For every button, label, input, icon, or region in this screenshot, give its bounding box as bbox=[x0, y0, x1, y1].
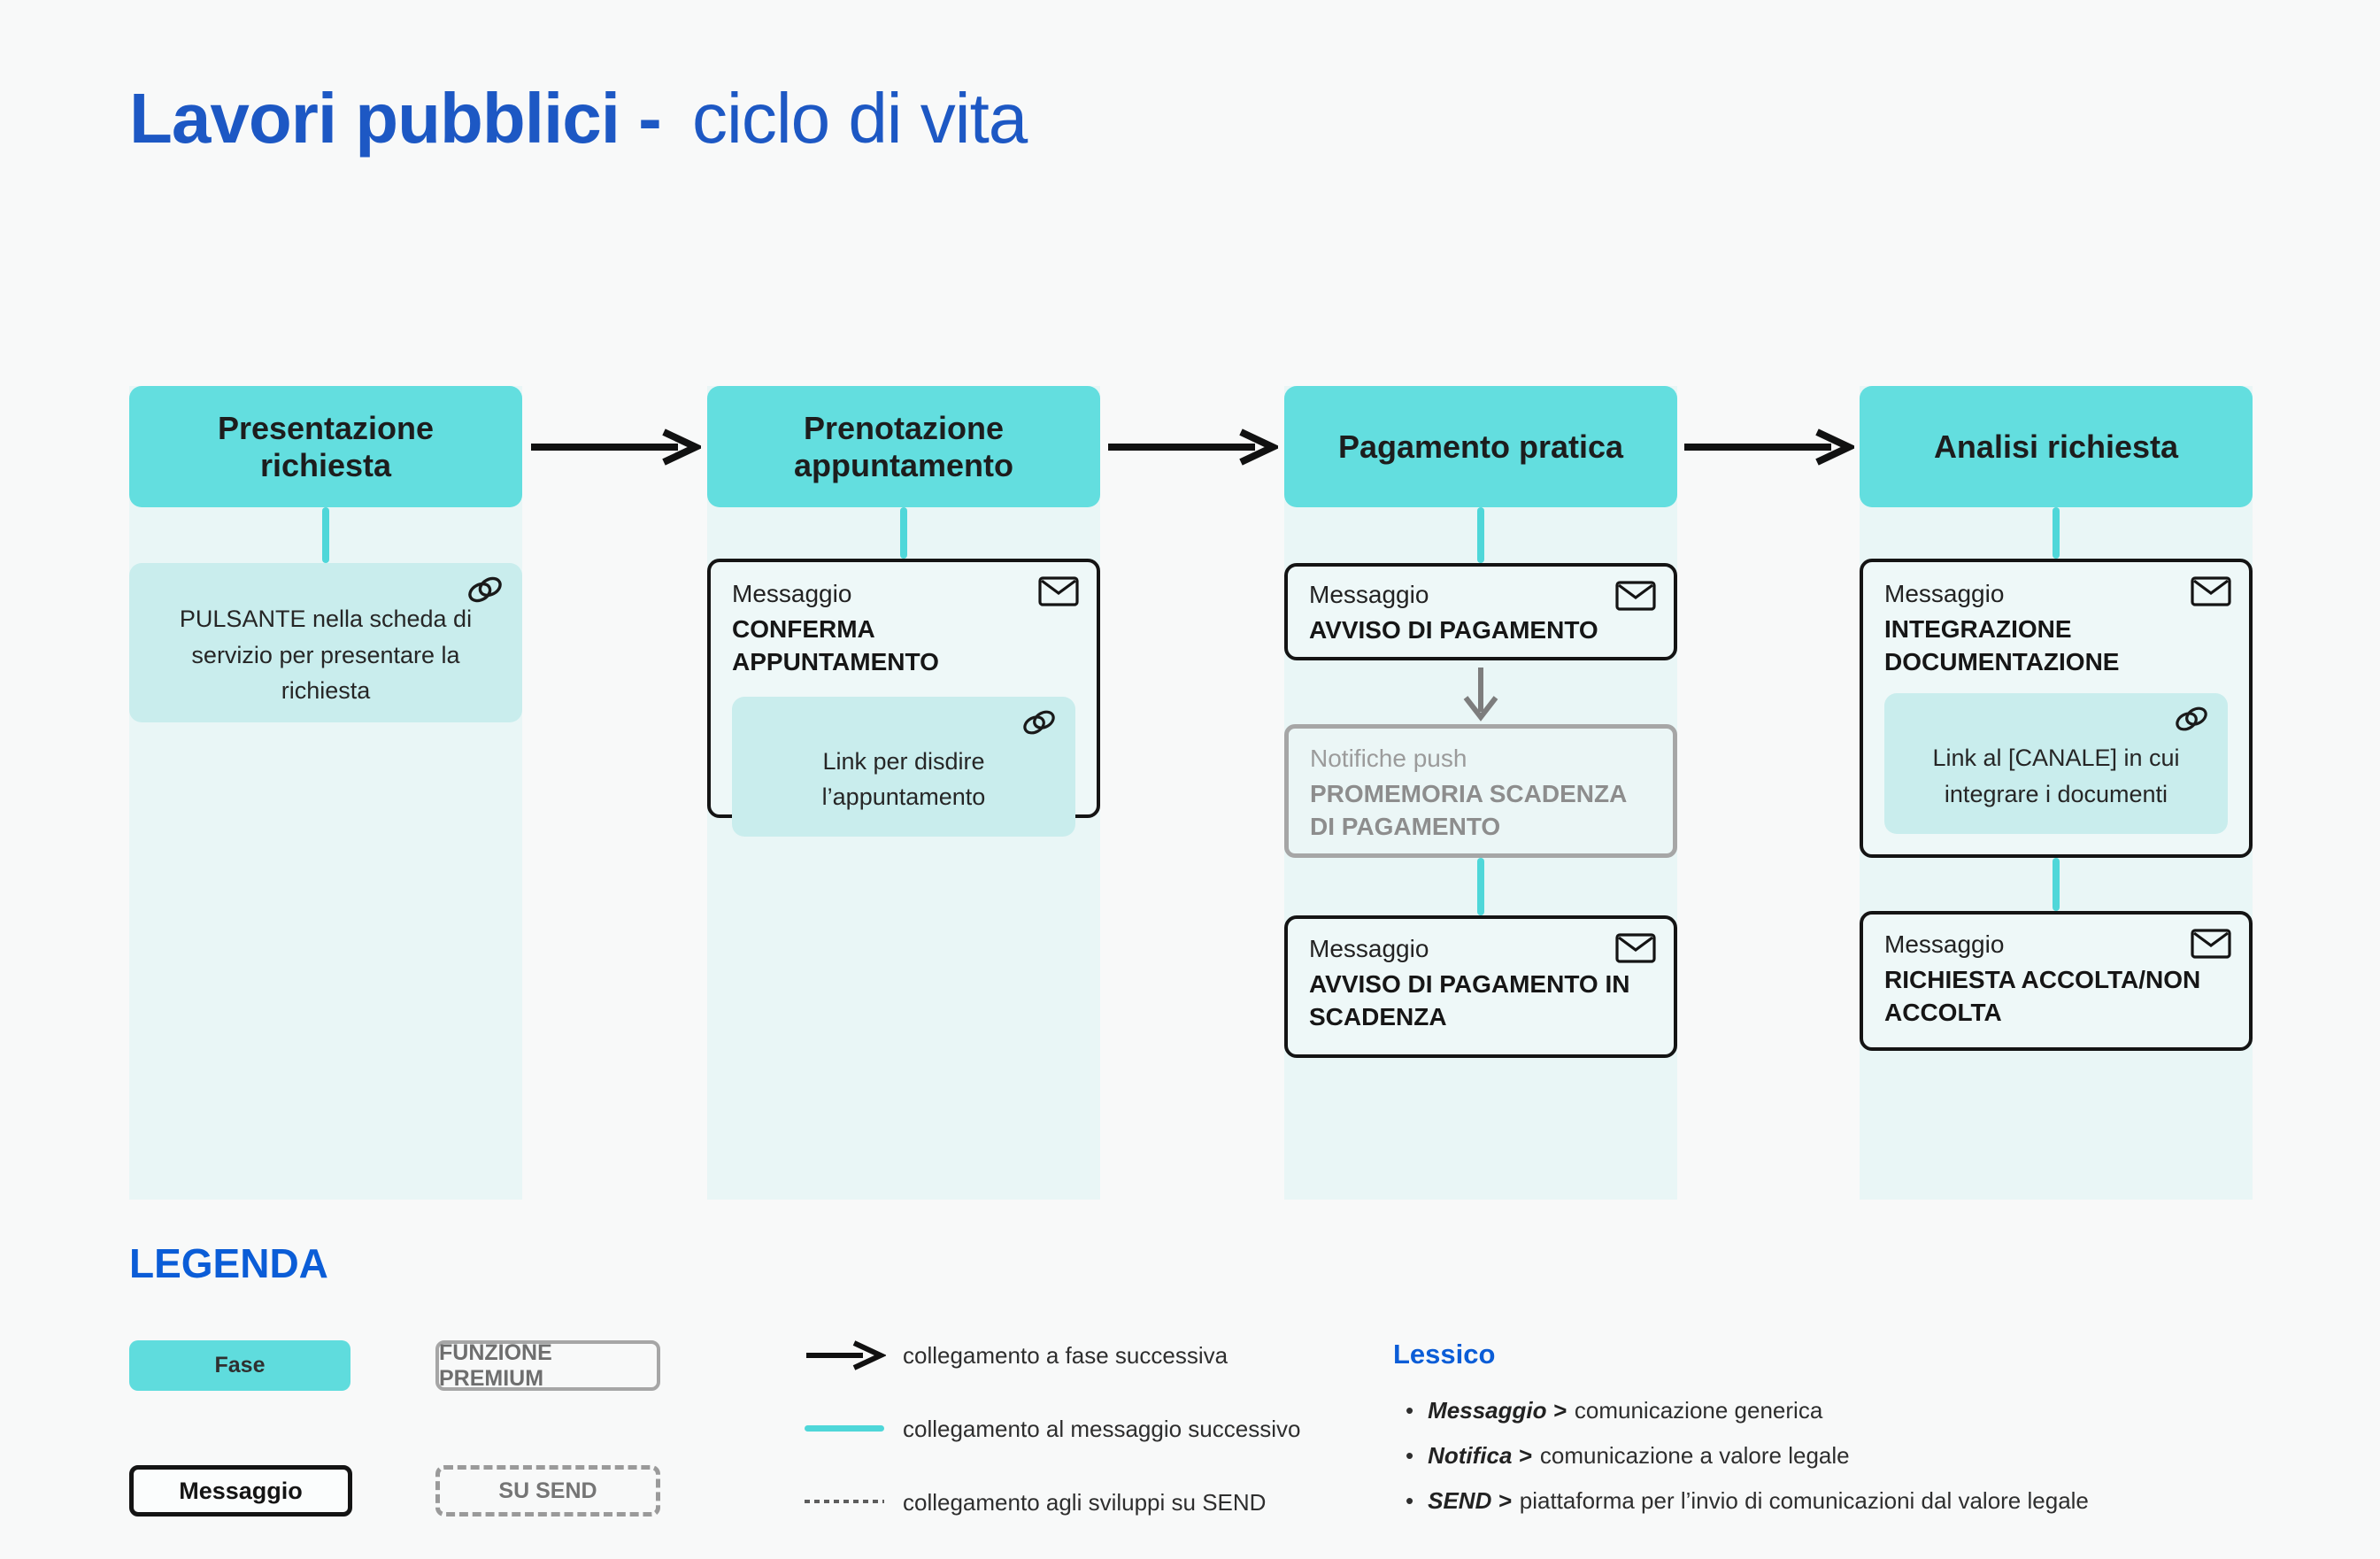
lessico-term: Messaggio > bbox=[1428, 1397, 1567, 1424]
envelope-icon bbox=[1038, 576, 1079, 606]
push-title: PROMEMORIA SCADENZA DI PAGAMENTO bbox=[1310, 780, 1627, 841]
chain-link-icon bbox=[464, 574, 506, 606]
legend-chip-su-send: SU SEND bbox=[435, 1465, 660, 1517]
legend-chip-messaggio: Messaggio bbox=[129, 1465, 352, 1517]
teal-connector bbox=[2053, 858, 2060, 911]
lessico-term: Notifica > bbox=[1428, 1442, 1532, 1469]
legend-connector-label: collegamento al messaggio successivo bbox=[903, 1416, 1301, 1442]
link-box-text: Link al [CANALE] in cui integrare i docu… bbox=[1932, 745, 2180, 807]
bullet: • bbox=[1406, 1487, 1414, 1514]
phase-header-pagamento: Pagamento pratica bbox=[1284, 386, 1677, 507]
message-box-avviso-pagamento: Messaggio AVVISO DI PAGAMENTO bbox=[1284, 563, 1677, 660]
lessico-definition: piattaforma per l’invio di comunicazioni… bbox=[1519, 1487, 2089, 1514]
link-box-canale: Link al [CANALE] in cui integrare i docu… bbox=[1884, 693, 2228, 835]
legend-chip-funzione-premium: FUNZIONE PREMIUM bbox=[435, 1340, 660, 1391]
teal-connector bbox=[1477, 858, 1484, 915]
bullet: • bbox=[1406, 1442, 1414, 1469]
lessico-term: SEND > bbox=[1428, 1487, 1512, 1514]
teal-connector bbox=[900, 507, 907, 559]
lessico-item: • Messaggio > comunicazione generica bbox=[1406, 1397, 1822, 1424]
chain-link-icon bbox=[2171, 704, 2212, 734]
message-label: Messaggio bbox=[732, 580, 852, 607]
lessico-definition: comunicazione generica bbox=[1574, 1397, 1823, 1424]
legend-connector-label: collegamento a fase successiva bbox=[903, 1342, 1229, 1369]
message-box-integrazione: Messaggio INTEGRAZIONE DOCUMENTAZIONE Li… bbox=[1860, 559, 2253, 858]
gray-down-arrow bbox=[1460, 666, 1502, 722]
black-right-arrow bbox=[1106, 428, 1278, 467]
legend-teal-line bbox=[805, 1425, 884, 1432]
link-note-box: PULSANTE nella scheda di servizio per pr… bbox=[129, 563, 522, 722]
push-label: Notifiche push bbox=[1310, 745, 1467, 772]
phase-column-analisi: Analisi richiesta Messaggio INTEGRAZIONE… bbox=[1860, 386, 2253, 1200]
message-title: AVVISO DI PAGAMENTO IN SCADENZA bbox=[1309, 970, 1630, 1031]
message-box-richiesta-accolta: Messaggio RICHIESTA ACCOLTA/NON ACCOLTA bbox=[1860, 911, 2253, 1051]
legend-chip-fase: Fase bbox=[129, 1340, 350, 1391]
message-title: CONFERMA APPUNTAMENTO bbox=[732, 615, 939, 676]
message-title: INTEGRAZIONE DOCUMENTAZIONE bbox=[1884, 615, 2120, 676]
envelope-icon bbox=[1615, 933, 1656, 963]
envelope-icon bbox=[1615, 581, 1656, 611]
teal-connector bbox=[1477, 507, 1484, 563]
message-title: RICHIESTA ACCOLTA/NON ACCOLTA bbox=[1884, 966, 2201, 1027]
phase-column-presentazione: Presentazione richiesta PULSANTE nella s… bbox=[129, 386, 522, 1200]
push-notification-box: Notifiche push PROMEMORIA SCADENZA DI PA… bbox=[1284, 724, 1677, 858]
phase-column-pagamento: Pagamento pratica Messaggio AVVISO DI PA… bbox=[1284, 386, 1677, 1200]
phase-header-prenotazione: Prenotazione appuntamento bbox=[707, 386, 1100, 507]
bullet: • bbox=[1406, 1397, 1414, 1424]
message-box-avviso-scadenza: Messaggio AVVISO DI PAGAMENTO IN SCADENZ… bbox=[1284, 915, 1677, 1058]
chain-link-icon bbox=[1019, 707, 1059, 737]
legend-connector-label: collegamento agli sviluppi su SEND bbox=[903, 1489, 1267, 1516]
phase-header-presentazione: Presentazione richiesta bbox=[129, 386, 522, 507]
page-title: Lavori pubblici - ciclo di vita bbox=[129, 78, 1028, 159]
black-right-arrow bbox=[529, 428, 701, 467]
envelope-icon bbox=[2191, 576, 2231, 606]
link-note-text: PULSANTE nella scheda di servizio per pr… bbox=[179, 606, 473, 705]
teal-connector bbox=[2053, 507, 2060, 559]
legend-black-arrow bbox=[805, 1339, 886, 1371]
lessico-heading: Lessico bbox=[1393, 1339, 1496, 1370]
message-label: Messaggio bbox=[1309, 581, 1429, 608]
page-title-subtitle: ciclo di vita bbox=[692, 79, 1028, 158]
link-box-text: Link per disdire l’appuntamento bbox=[821, 747, 986, 811]
message-box-conferma-appuntamento: Messaggio CONFERMA APPUNTAMENTO Link per… bbox=[707, 559, 1100, 837]
link-box-disdire: Link per disdire l’appuntamento bbox=[732, 697, 1075, 837]
black-right-arrow bbox=[1683, 428, 1854, 467]
legend-heading: LEGENDA bbox=[129, 1240, 328, 1286]
phase-column-prenotazione: Prenotazione appuntamento Messaggio CONF… bbox=[707, 386, 1100, 1200]
page-title-accent: Lavori pubblici - bbox=[129, 79, 662, 158]
message-label: Messaggio bbox=[1884, 580, 2005, 607]
message-label: Messaggio bbox=[1884, 930, 2005, 958]
lessico-definition: comunicazione a valore legale bbox=[1539, 1442, 1850, 1469]
legend-dashed-line bbox=[805, 1500, 884, 1503]
message-label: Messaggio bbox=[1309, 935, 1429, 962]
lessico-item: • Notifica > comunicazione a valore legale bbox=[1406, 1442, 1850, 1470]
phase-header-analisi: Analisi richiesta bbox=[1860, 386, 2253, 507]
lessico-item: • SEND > piattaforma per l’invio di comuni… bbox=[1406, 1487, 2089, 1515]
teal-connector bbox=[322, 507, 329, 563]
envelope-icon bbox=[2191, 929, 2231, 959]
message-title: AVVISO DI PAGAMENTO bbox=[1309, 616, 1598, 644]
